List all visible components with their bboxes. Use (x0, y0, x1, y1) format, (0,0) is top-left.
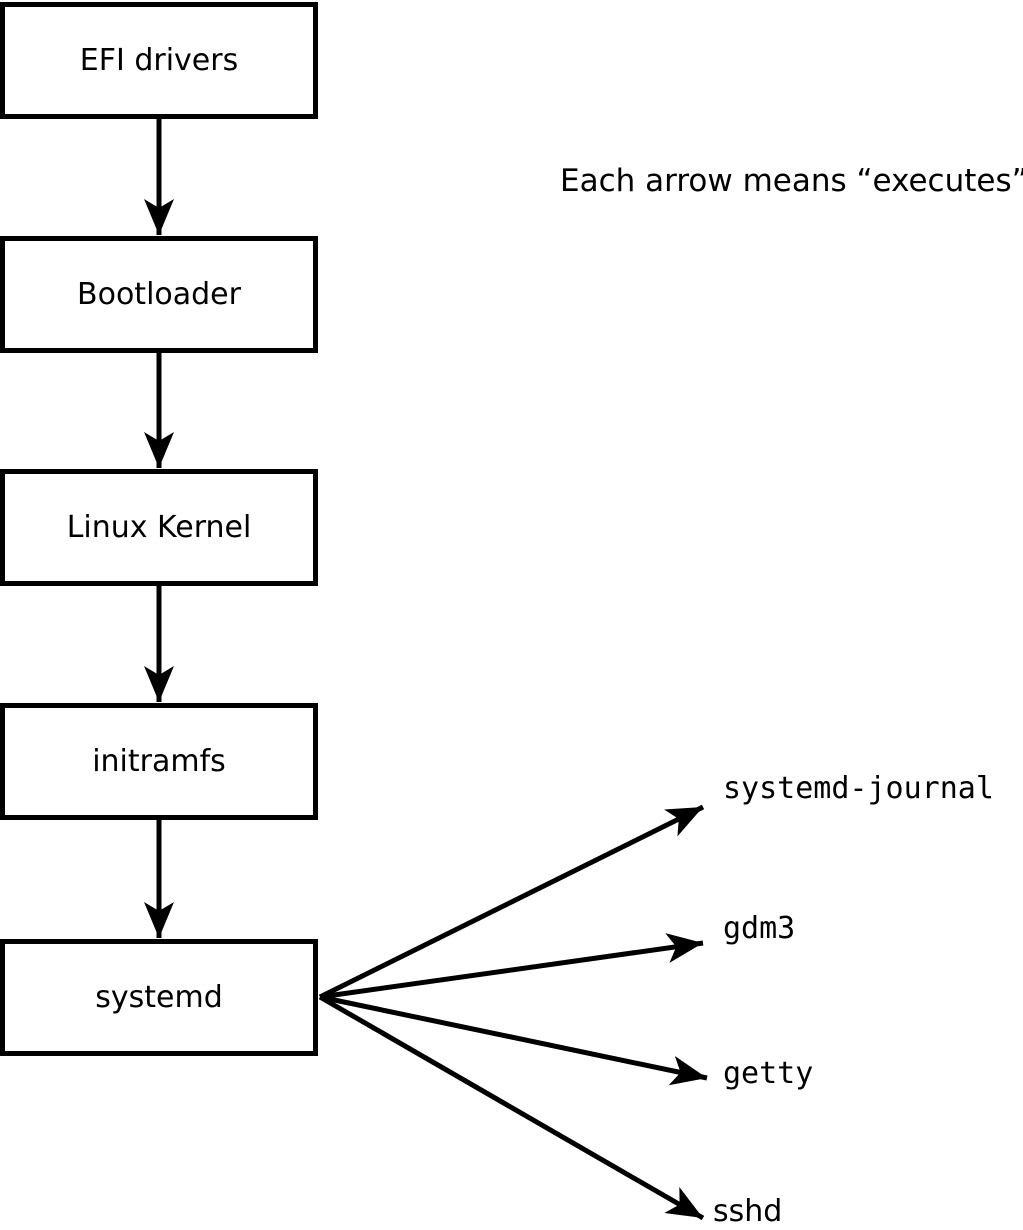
legend-note: Each arrow means “executes”. (560, 163, 1023, 199)
node-label: Linux Kernel (66, 509, 252, 545)
target-label-systemd-journal: systemd-journal (723, 771, 994, 806)
node-linux-kernel: Linux Kernel (0, 469, 318, 586)
arrow-systemd-to-gdm3 (319, 933, 704, 1000)
arrow-systemd-to-getty (319, 994, 708, 1086)
arrow-systemd-to-sshd (318, 994, 705, 1221)
target-label-gdm3: gdm3 (723, 911, 796, 946)
arrow-systemd-to-journal (318, 804, 705, 1000)
node-label: Bootloader (77, 276, 241, 312)
node-initramfs: initramfs (0, 703, 318, 820)
node-label: initramfs (92, 743, 226, 779)
node-label: EFI drivers (79, 42, 239, 78)
node-systemd: systemd (0, 939, 318, 1056)
target-label-sshd: sshd (713, 1194, 783, 1229)
node-label: systemd (95, 979, 223, 1015)
target-label-getty: getty (723, 1056, 814, 1091)
node-bootloader: Bootloader (0, 236, 318, 353)
node-efi-drivers: EFI drivers (0, 2, 318, 119)
